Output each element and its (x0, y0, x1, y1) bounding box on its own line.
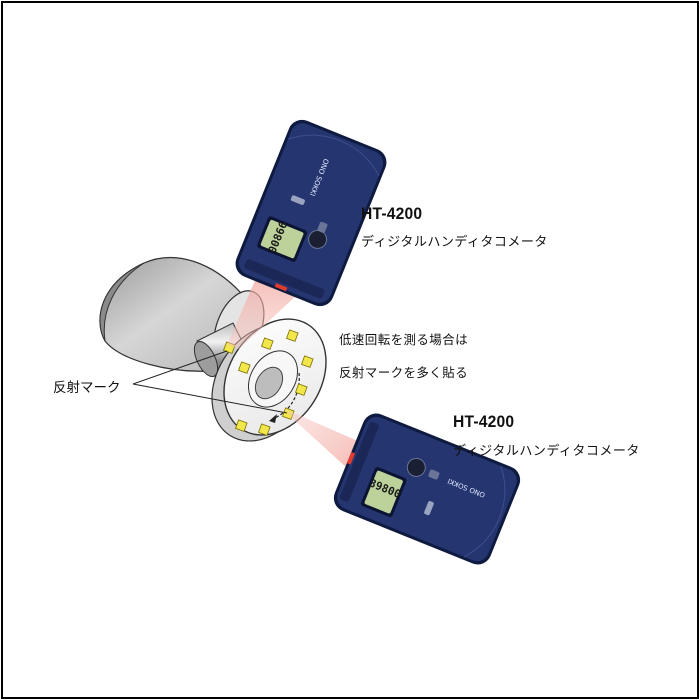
tachometer-diagram: ONO SOKKI 00866 ONO SOKKI 39800 (99, 119, 521, 565)
lcd-display-top (260, 219, 304, 259)
reflective-mark (238, 361, 251, 374)
tachometer-bottom: ONO SOKKI 39800 (333, 413, 521, 565)
bottom-device-description: ディジタルハンディタコメータ (453, 444, 640, 459)
tachometer-top: ONO SOKKI 00866 (235, 119, 387, 307)
lcd-display-bottom (364, 470, 403, 514)
reflective-marks (223, 329, 314, 436)
reflective-mark (301, 355, 314, 368)
note-line-1: 低速回転を測る場合は (339, 332, 469, 347)
top-device-description: ディジタルハンディタコメータ (361, 235, 548, 250)
reflective-mark (258, 423, 271, 436)
bottom-device-model: HT-4200 (453, 412, 515, 431)
mark-leader-lines (132, 350, 288, 414)
reflective-mark (286, 329, 299, 342)
reflective-mark-label: 反射マーク (53, 380, 121, 396)
reflective-mark (235, 419, 248, 432)
reflective-mark (261, 337, 274, 350)
reflective-mark (295, 383, 308, 396)
top-device-model: HT-4200 (361, 204, 423, 223)
note-line-2: 反射マークを多く貼る (339, 365, 469, 380)
